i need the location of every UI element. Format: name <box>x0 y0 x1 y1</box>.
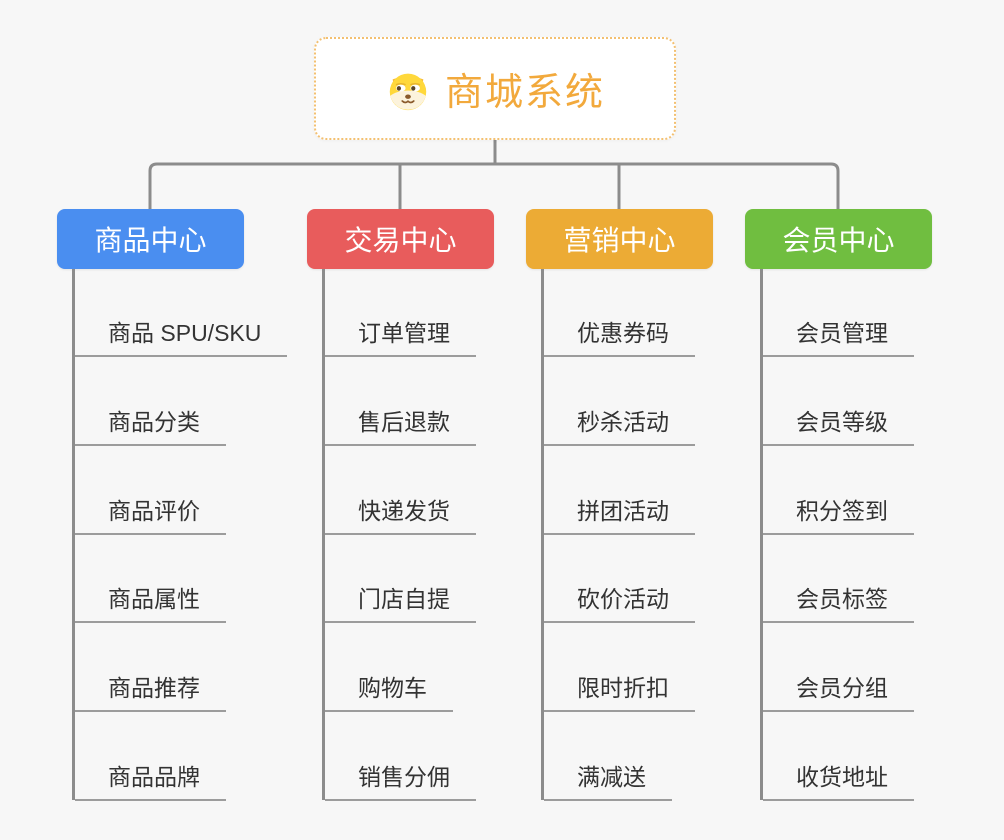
leaf-node[interactable]: 限时折扣 <box>544 677 695 712</box>
leaf-node[interactable]: 会员等级 <box>763 411 914 446</box>
leaf-node[interactable]: 门店自提 <box>325 588 476 623</box>
branch-node-member[interactable]: 会员中心 <box>745 209 932 269</box>
root-title: 商城系统 <box>444 72 605 114</box>
leaf-node[interactable]: 会员分组 <box>763 677 914 712</box>
root-node[interactable]: 商城系统 <box>314 37 676 140</box>
leaf-node[interactable]: 满减送 <box>544 766 672 801</box>
branch-children-marketing: 优惠券码 秒杀活动 拼团活动 砍价活动 限时折扣 满减送 <box>541 269 695 801</box>
leaf-node[interactable]: 优惠券码 <box>544 322 695 357</box>
leaf-node[interactable]: 售后退款 <box>325 411 476 446</box>
leaf-node[interactable]: 商品分类 <box>75 411 226 446</box>
branch-node-marketing[interactable]: 营销中心 <box>526 209 713 269</box>
leaf-node[interactable]: 商品属性 <box>75 588 226 623</box>
dog-face-icon <box>385 66 431 112</box>
leaf-node[interactable]: 销售分佣 <box>325 766 476 801</box>
leaf-node[interactable]: 商品评价 <box>75 500 226 535</box>
branch-children-member: 会员管理 会员等级 积分签到 会员标签 会员分组 收货地址 <box>760 269 914 801</box>
leaf-node[interactable]: 订单管理 <box>325 322 476 357</box>
leaf-node[interactable]: 会员标签 <box>763 588 914 623</box>
leaf-node[interactable]: 商品推荐 <box>75 677 226 712</box>
leaf-node[interactable]: 砍价活动 <box>544 588 695 623</box>
leaf-node[interactable]: 拼团活动 <box>544 500 695 535</box>
leaf-node[interactable]: 会员管理 <box>763 322 914 357</box>
leaf-node[interactable]: 收货地址 <box>763 766 914 801</box>
branch-rail-line <box>148 162 840 209</box>
leaf-node[interactable]: 积分签到 <box>763 500 914 535</box>
leaf-node[interactable]: 快递发货 <box>325 500 476 535</box>
leaf-node[interactable]: 商品品牌 <box>75 766 226 801</box>
branch-children-trade: 订单管理 售后退款 快递发货 门店自提 购物车 销售分佣 <box>322 269 476 801</box>
branch-children-goods: 商品 SPU/SKU 商品分类 商品评价 商品属性 商品推荐 商品品牌 <box>72 269 288 801</box>
leaf-node[interactable]: 秒杀活动 <box>544 411 695 446</box>
branch-node-goods[interactable]: 商品中心 <box>57 209 244 269</box>
leaf-node[interactable]: 商品 SPU/SKU <box>75 322 288 357</box>
branch-node-trade[interactable]: 交易中心 <box>307 209 494 269</box>
leaf-node[interactable]: 购物车 <box>325 677 453 712</box>
